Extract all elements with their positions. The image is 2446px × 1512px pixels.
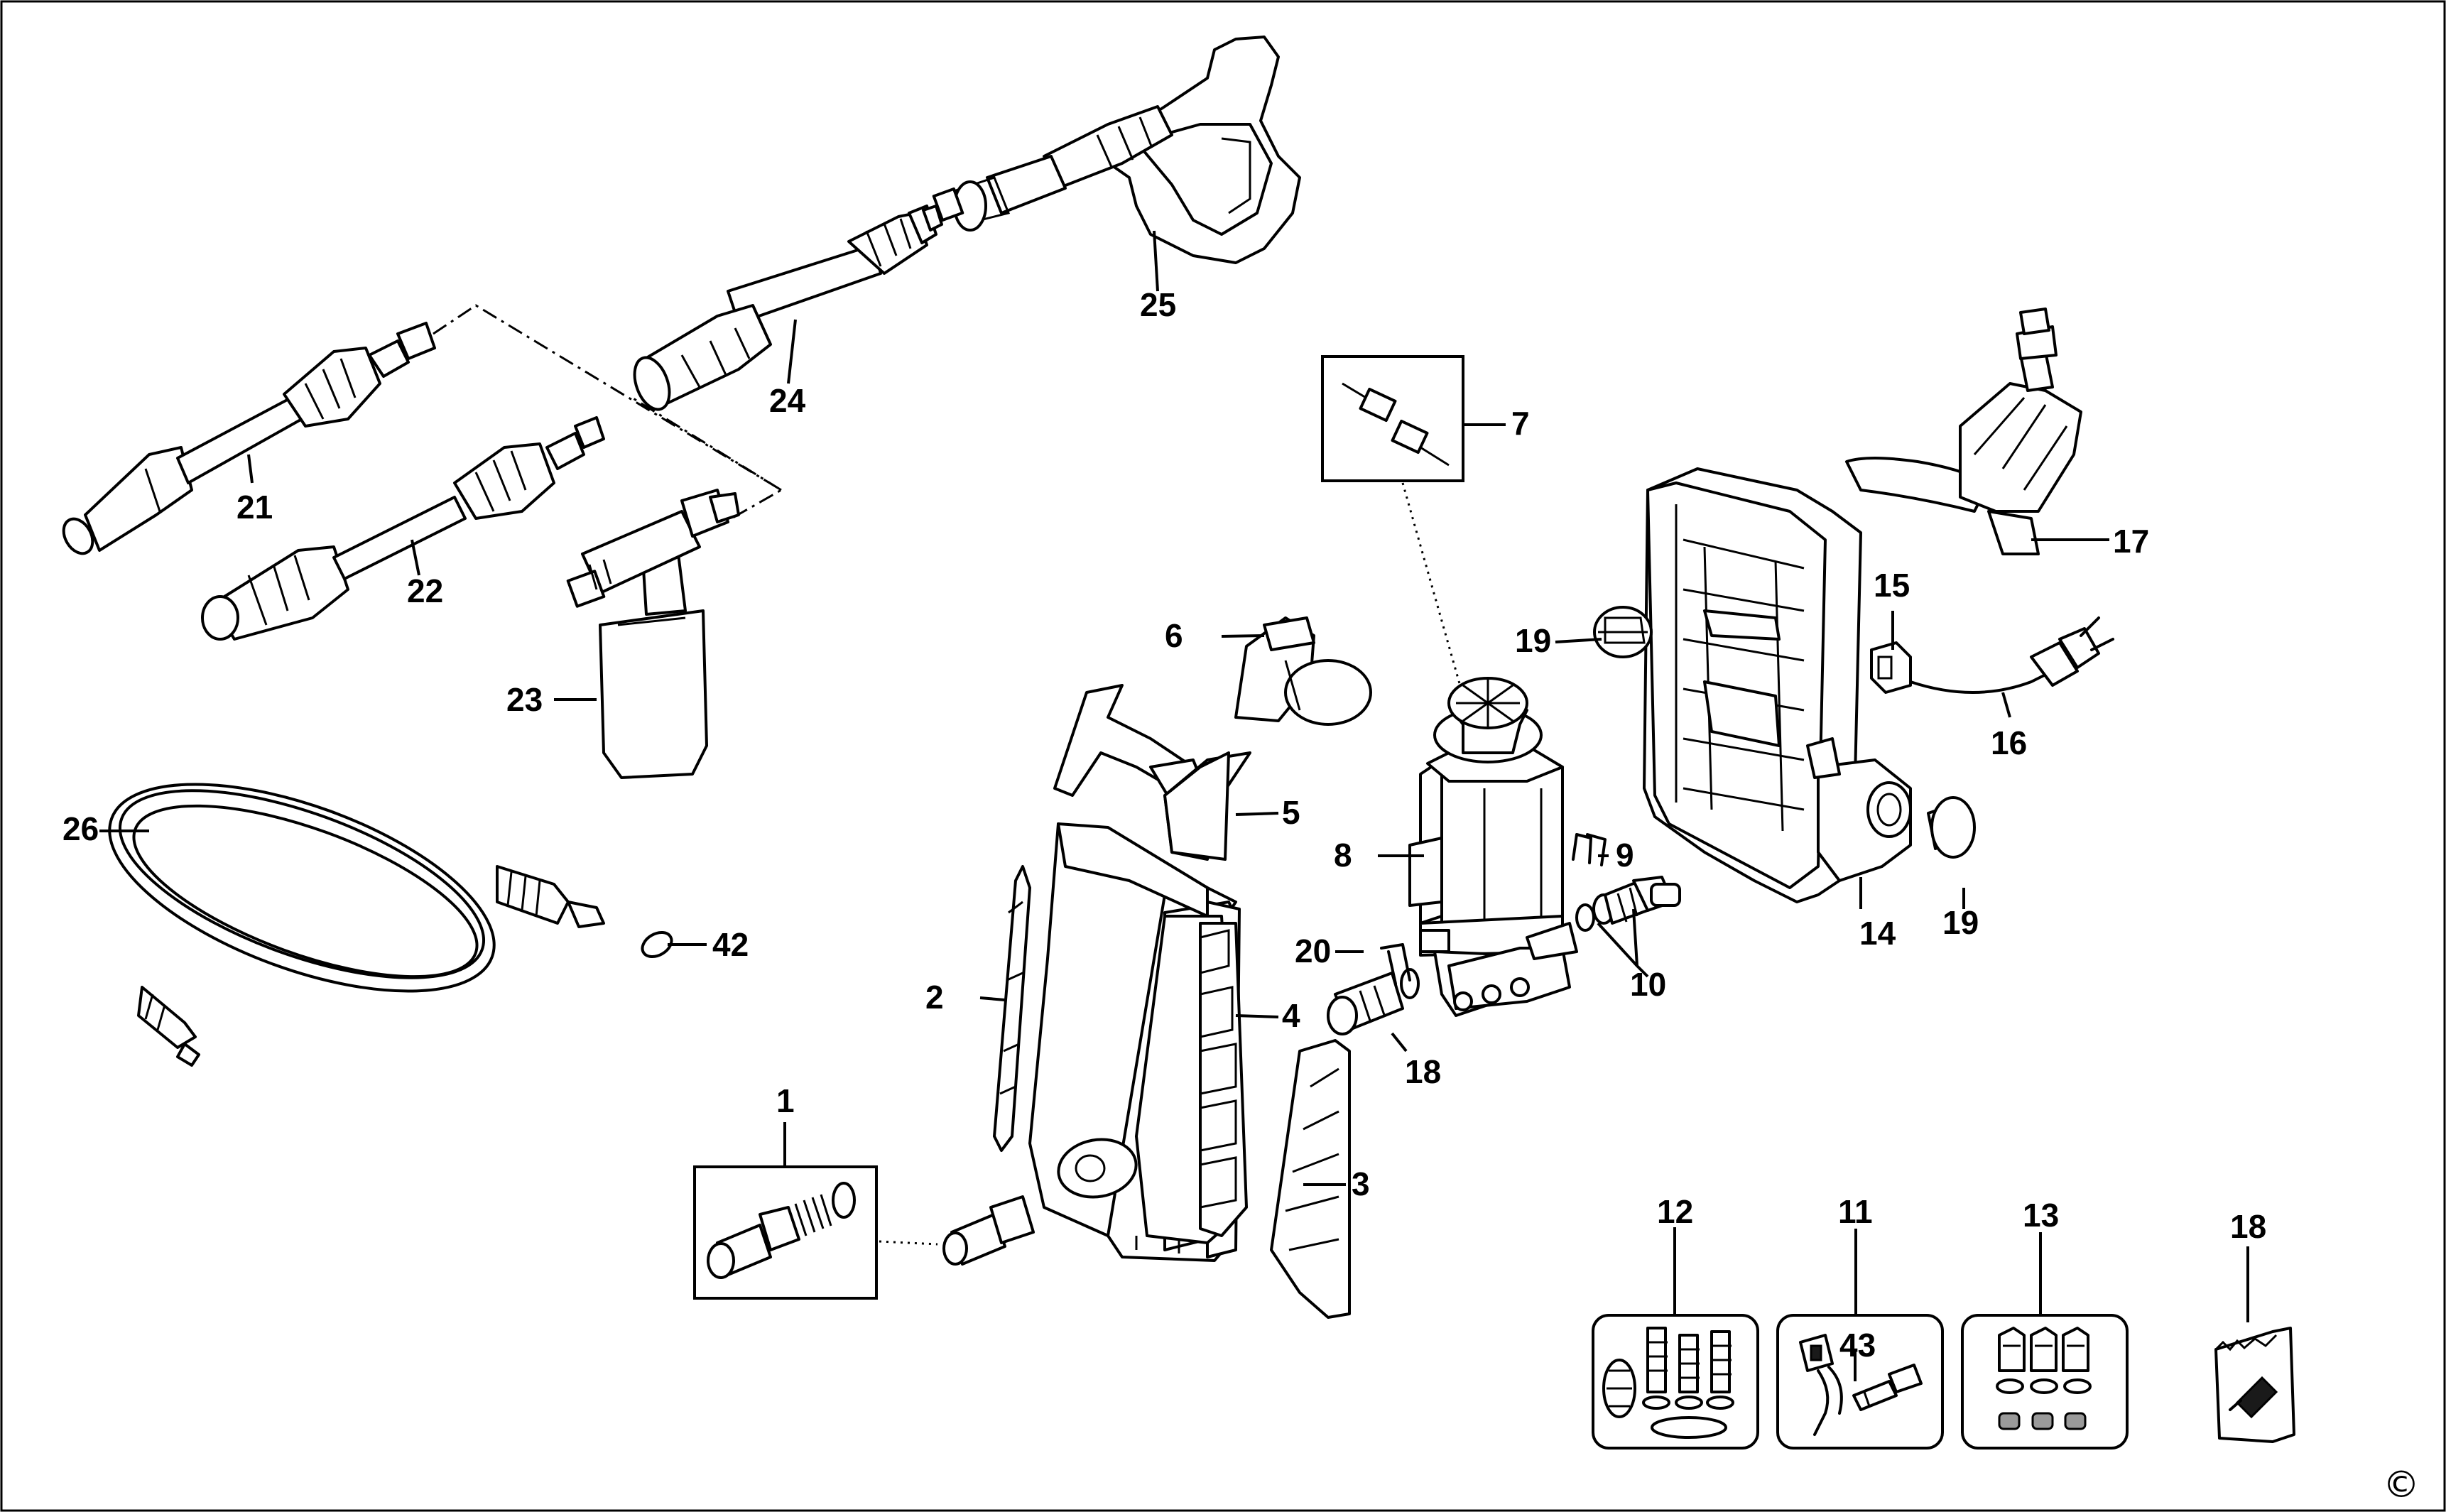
label-18-inlet: 18 [1405, 1053, 1441, 1090]
label-16: 16 [1991, 724, 2027, 761]
label-11: 11 [1838, 1193, 1873, 1230]
label-9: 9 [1616, 837, 1634, 874]
label-43: 43 [1839, 1327, 1876, 1364]
part-12-kit [1592, 1314, 1759, 1450]
label-8: 8 [1334, 837, 1352, 874]
part-labels: 25 24 21 22 23 26 42 1 2 4 3 5 6 7 8 9 1… [62, 286, 2266, 1364]
part-8-motor [1408, 677, 1578, 1017]
part-6-switch [1234, 616, 1372, 726]
part-21-lance [62, 322, 436, 555]
label-21: 21 [237, 489, 273, 526]
label-2: 2 [925, 979, 944, 1016]
part-2-side-panel [993, 865, 1031, 1152]
part-14-frame [1643, 467, 1912, 903]
part-13-kit [1961, 1314, 2129, 1450]
part-18-o-ring [1400, 968, 1420, 999]
part-19-cap-upper [1593, 606, 1653, 658]
part-23-detergent-bottle [566, 489, 740, 779]
label-12: 12 [1657, 1193, 1693, 1230]
label-19-lower: 19 [1942, 904, 1979, 941]
label-6: 6 [1165, 617, 1183, 654]
part-9-clip [1572, 833, 1607, 866]
part-11-kit [1776, 1314, 1944, 1450]
label-19-upper: 19 [1515, 622, 1551, 659]
label-26: 26 [62, 810, 99, 847]
label-17: 17 [2113, 523, 2149, 560]
part-7-carbon-brushes [1321, 355, 1464, 482]
part-18-inlet-fitting [1327, 972, 1404, 1035]
part-26-hose [108, 783, 605, 1067]
part-17-hose-holder [1845, 308, 2082, 555]
part-1-inlet-kit [693, 1165, 878, 1300]
label-15: 15 [1874, 567, 1910, 604]
label-25: 25 [1140, 286, 1176, 323]
label-22: 22 [407, 572, 443, 609]
part-24-lance [633, 205, 943, 411]
label-4: 4 [1282, 997, 1300, 1034]
inlet-coupling [942, 1195, 1035, 1266]
assembly-dashdot-line [433, 304, 783, 520]
label-7: 7 [1511, 405, 1530, 442]
label-3: 3 [1352, 1165, 1370, 1202]
label-23: 23 [506, 681, 543, 718]
label-1: 1 [776, 1082, 795, 1119]
label-42: 42 [712, 926, 749, 963]
label-18-sachet: 18 [2230, 1208, 2266, 1245]
part-4-housing [1028, 822, 1248, 1262]
part-1-dotted-line [879, 1240, 938, 1246]
part-42-o-ring [641, 930, 673, 959]
copyright-mark: © [2383, 1464, 2420, 1506]
leader-lines [99, 230, 2249, 1381]
part-10-outlet-fitting [1575, 876, 1681, 932]
label-24: 24 [769, 382, 806, 419]
part-7-dotted-line [1401, 482, 1464, 697]
label-13: 13 [2023, 1197, 2059, 1234]
part-25-trigger-gun [932, 36, 1301, 264]
part-19-cap-lower [1927, 796, 1976, 859]
part-3-side-cover [1270, 1039, 1351, 1319]
part-5-handle [1053, 684, 1251, 861]
label-5: 5 [1282, 794, 1300, 831]
label-20: 20 [1295, 932, 1331, 969]
label-10: 10 [1630, 966, 1666, 1003]
part-16-power-cord [1909, 616, 2114, 694]
part-22-lance [201, 416, 605, 641]
label-14: 14 [1859, 915, 1896, 952]
part-18-grease-sachet [2214, 1327, 2295, 1443]
part-15-switch-box [1870, 641, 1912, 694]
